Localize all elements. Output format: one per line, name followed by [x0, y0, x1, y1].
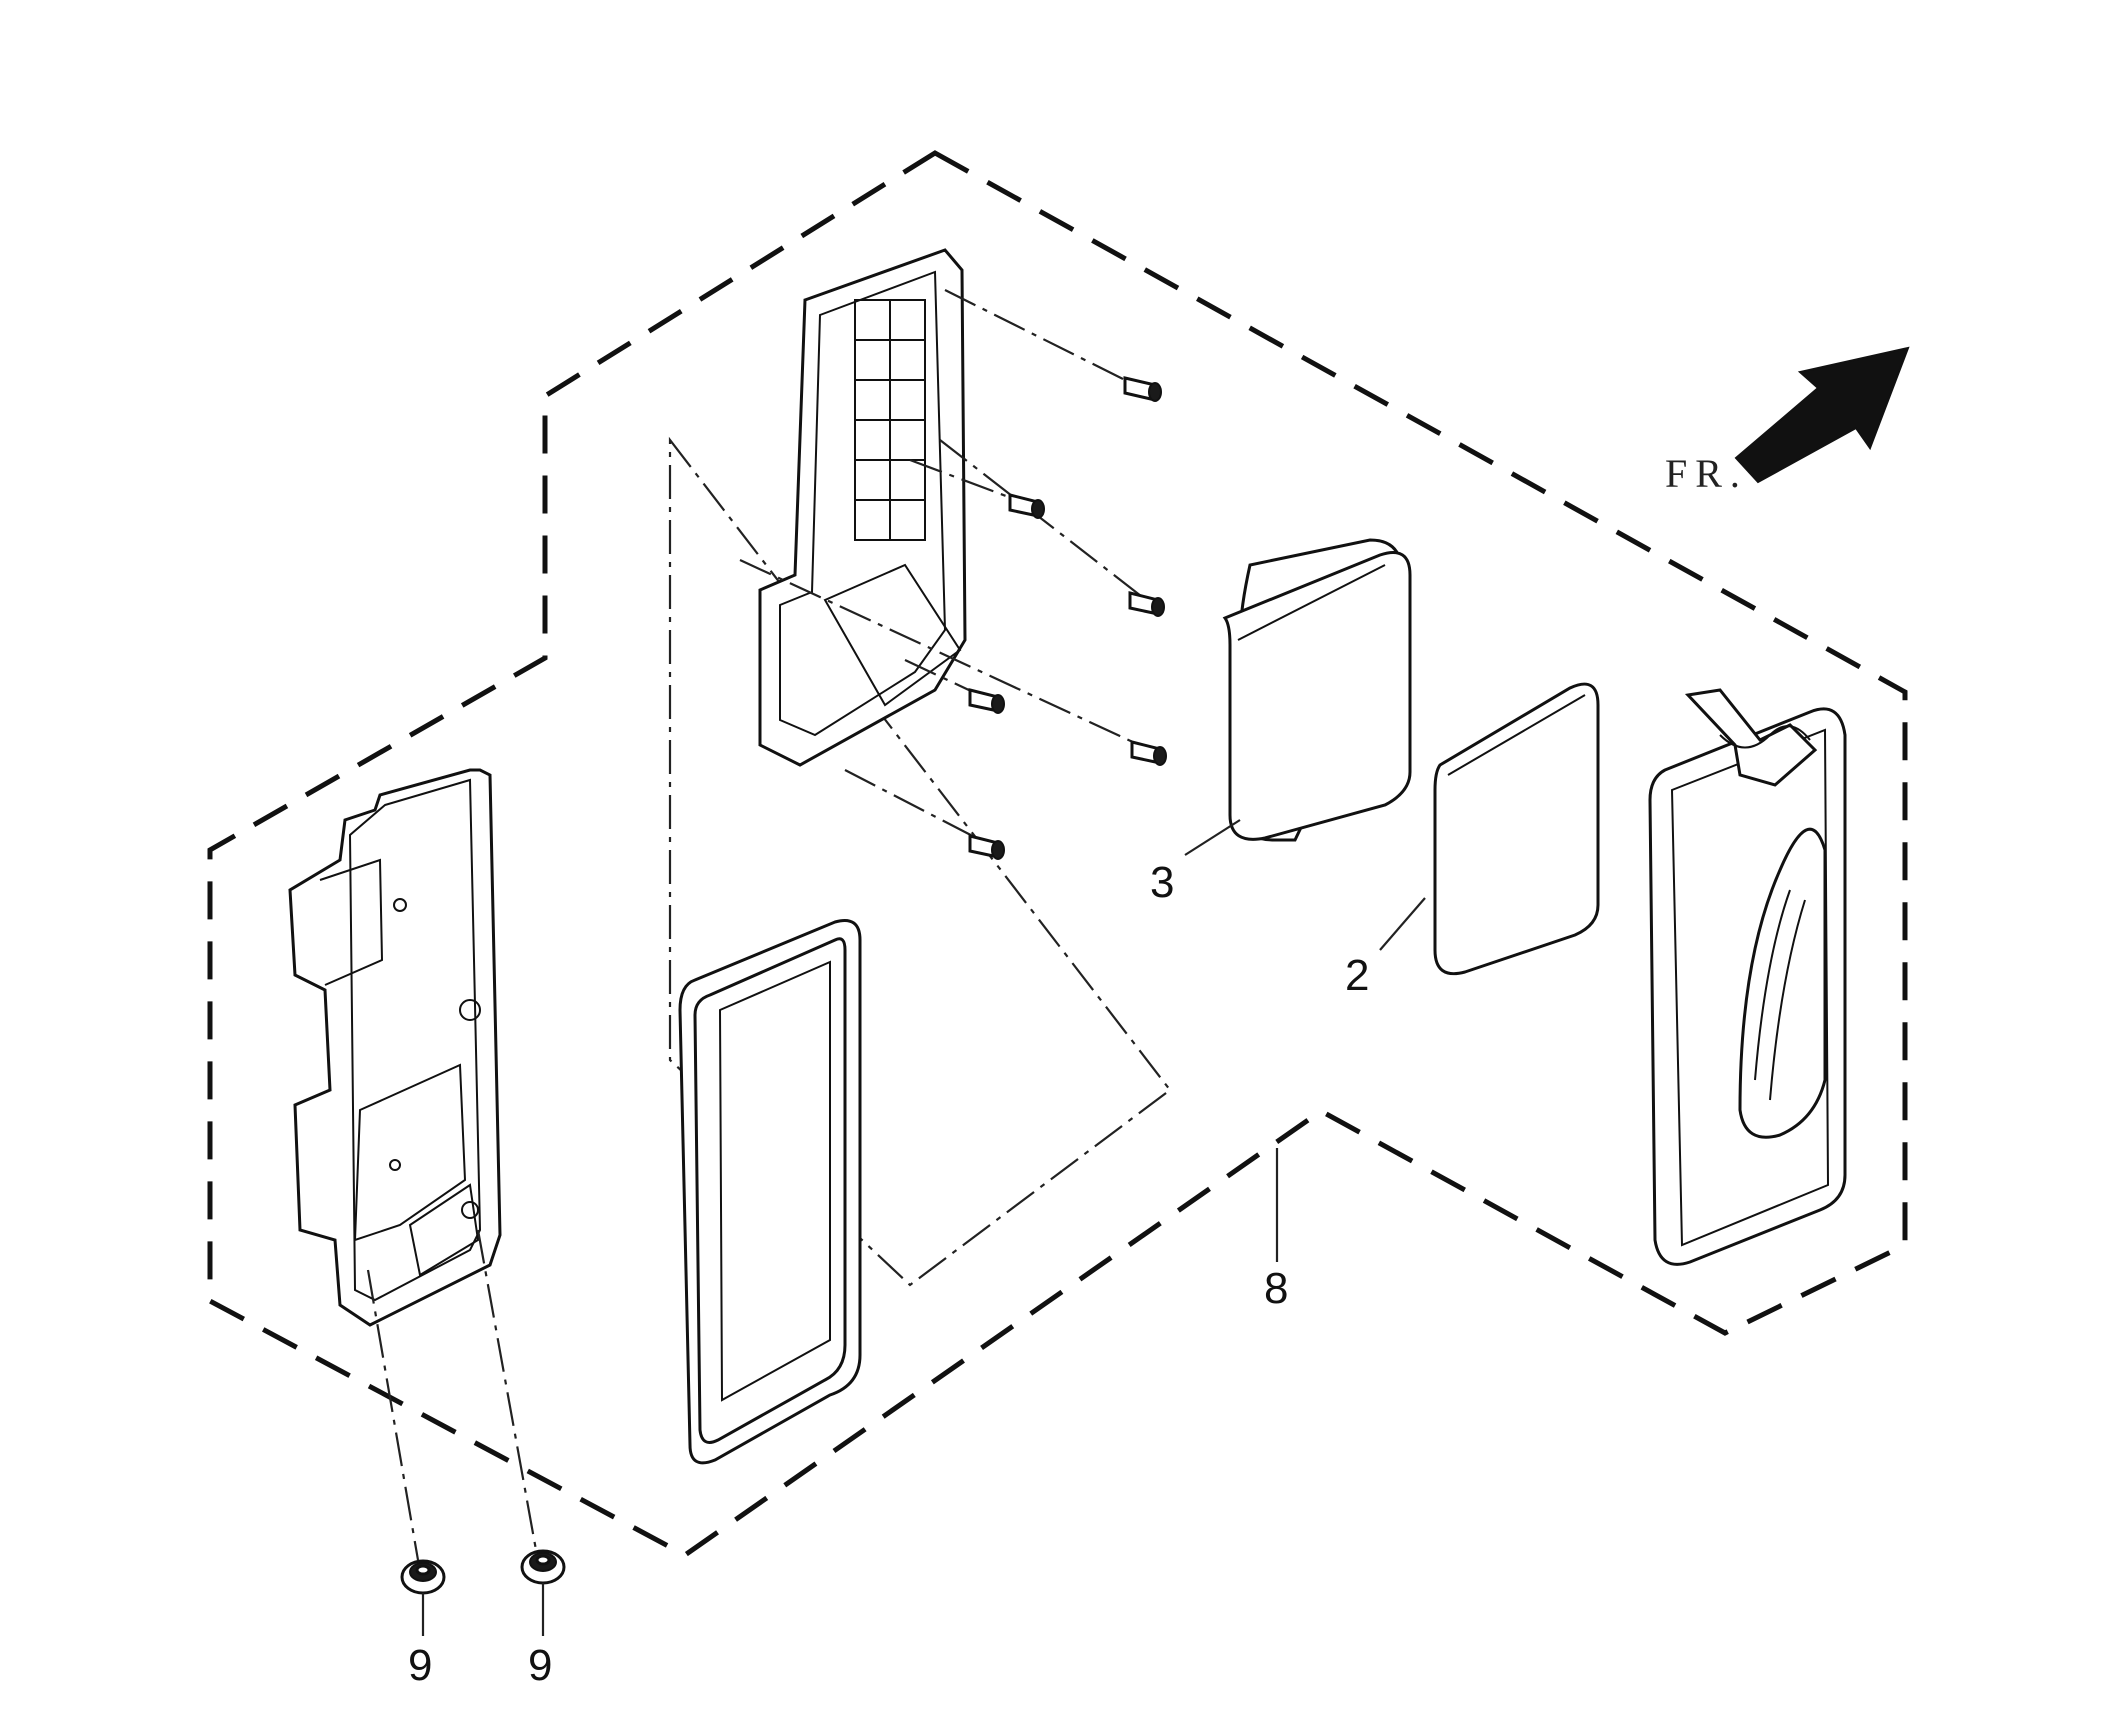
filter-element-small [1433, 682, 1600, 976]
callout-2: 2 [1345, 951, 1369, 1000]
gasket-plane-chain-line [668, 436, 1172, 1287]
callout-9-left: 9 [408, 1641, 432, 1690]
leader-3 [1184, 819, 1241, 856]
housing-clip [1684, 688, 1818, 787]
upper-cover-plate [758, 248, 967, 767]
screw-2 [1008, 493, 1045, 519]
screw-set [739, 289, 1167, 860]
screw-1 [1123, 376, 1162, 402]
leader-2 [1379, 897, 1426, 951]
flange-nut-2 [520, 1549, 566, 1585]
vent-grid [854, 299, 926, 541]
arrow-up-right-icon [1734, 346, 1910, 484]
flange-nut-1 [400, 1559, 446, 1595]
callout-3: 3 [1150, 858, 1174, 907]
front-direction-label: FR. [1665, 451, 1748, 496]
filter-housing [1648, 688, 1847, 1266]
screw-6 [968, 834, 1005, 860]
gasket-frame [678, 919, 862, 1465]
screw-5 [1130, 740, 1167, 766]
base-plate [288, 768, 502, 1327]
nut-1-chain-line [366, 1269, 420, 1561]
callout-9-right: 9 [528, 1641, 552, 1690]
callout-8: 8 [1264, 1264, 1288, 1313]
filter-element-large [1222, 538, 1412, 842]
screw-3 [1128, 591, 1165, 617]
nut-2-chain-line [476, 1229, 538, 1551]
assembly-boundary-dashed [207, 150, 1908, 1558]
screw-4 [968, 688, 1005, 714]
